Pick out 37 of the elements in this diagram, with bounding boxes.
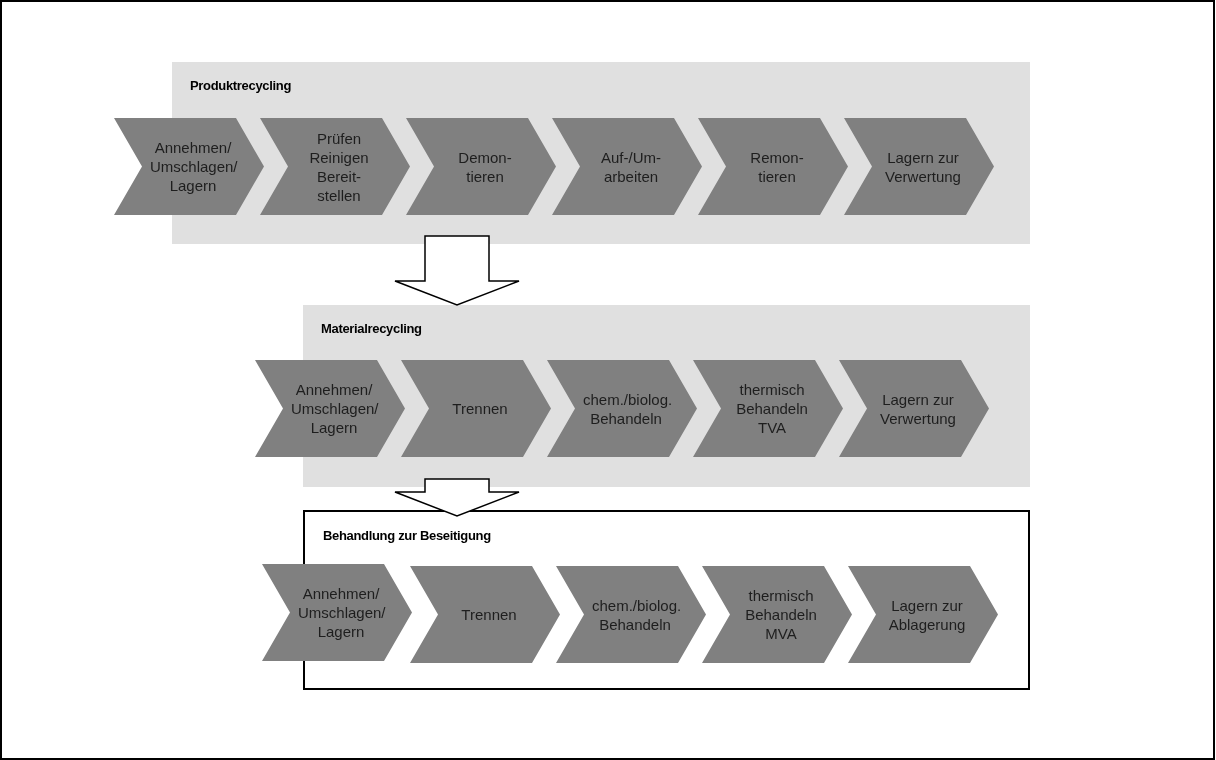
step-label: thermisch Behandeln TVA xyxy=(735,380,809,437)
chevron-step xyxy=(260,118,410,215)
panel-heading: Materialrecycling xyxy=(321,320,422,338)
chevron-step xyxy=(406,118,556,215)
step-label: Trennen xyxy=(451,399,509,418)
block-arrow xyxy=(394,235,520,306)
chevron-step xyxy=(255,360,405,457)
chevron-step xyxy=(401,360,551,457)
chevron-step xyxy=(547,360,697,457)
step-label: chem./biolog. Behandeln xyxy=(583,389,669,428)
step-label: Lagern zur Verwertung xyxy=(879,389,957,428)
step-label: Remon- tieren xyxy=(749,147,805,186)
chevron-step xyxy=(844,118,994,215)
chevron-step xyxy=(410,566,560,663)
chevron-step xyxy=(693,360,843,457)
chevron-step xyxy=(114,118,264,215)
step-label: Annehmen/ Umschlagen/ Lagern xyxy=(291,380,377,437)
chevron-step xyxy=(262,564,412,661)
step-label: Annehmen/ Umschlagen/ Lagern xyxy=(150,138,236,195)
chevron-step xyxy=(839,360,989,457)
step-label: Lagern zur Ablagerung xyxy=(887,595,967,634)
block-arrow xyxy=(394,478,520,517)
chevron-step xyxy=(552,118,702,215)
step-label: thermisch Behandeln MVA xyxy=(744,586,818,643)
step-label: Prüfen Reinigen Bereit- stellen xyxy=(308,128,370,205)
step-label: Auf-/Um- arbeiten xyxy=(600,147,662,186)
chevron-step xyxy=(556,566,706,663)
panel-heading: Behandlung zur Beseitigung xyxy=(323,527,491,545)
step-label: Annehmen/ Umschlagen/ Lagern xyxy=(298,584,384,641)
step-label: Lagern zur Verwertung xyxy=(884,147,962,186)
chevron-step xyxy=(848,566,998,663)
chevron-step xyxy=(702,566,852,663)
step-label: Demon- tieren xyxy=(457,147,513,186)
step-label: chem./biolog. Behandeln xyxy=(592,595,678,634)
step-label: Trennen xyxy=(460,605,518,624)
chevron-step xyxy=(698,118,848,215)
panel-heading: Produktrecycling xyxy=(190,77,291,95)
